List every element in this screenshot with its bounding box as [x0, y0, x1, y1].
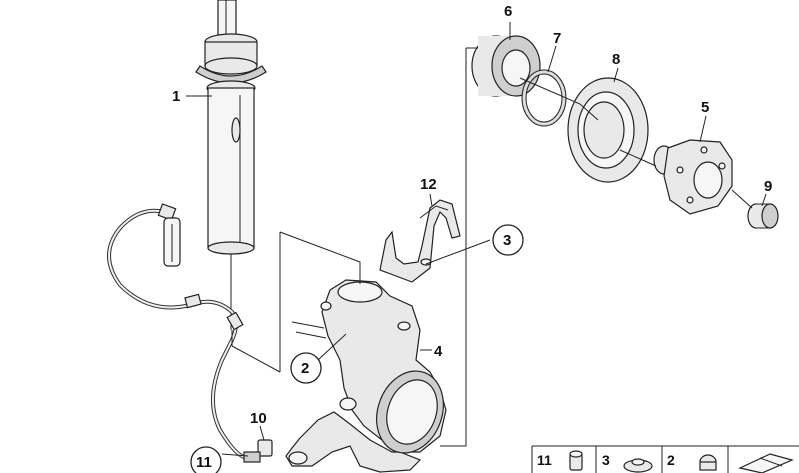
callout-label-3: 3 — [503, 232, 511, 249]
part-label-5: 5 — [701, 99, 709, 116]
part-label-8: 8 — [612, 51, 620, 68]
legend-nut-icon — [623, 458, 653, 473]
wheel-speed-sensor — [243, 439, 273, 463]
callout-label-2: 2 — [301, 360, 309, 377]
part-label-7: 7 — [553, 30, 561, 47]
part-label-6: 6 — [504, 3, 512, 20]
steering-knuckle — [285, 279, 447, 473]
legend-label-2: 2 — [667, 452, 675, 468]
part-label-10: 10 — [250, 410, 267, 427]
legend-bolt-icon — [569, 450, 583, 471]
collar-nut — [747, 203, 779, 229]
dust-shield — [567, 77, 649, 183]
leader-lines — [186, 22, 767, 457]
shock-absorber — [195, 0, 267, 330]
bracket — [379, 199, 461, 283]
part-label-4: 4 — [434, 343, 443, 360]
part-label-9: 9 — [764, 178, 772, 195]
legend-label-3: 3 — [602, 452, 610, 468]
circlip — [521, 69, 567, 127]
wheel-bearing — [471, 35, 541, 97]
callout-label-11: 11 — [196, 454, 212, 471]
legend-cap-nut-icon — [699, 454, 717, 471]
assembly-lines — [231, 47, 753, 447]
wheel-hub — [653, 139, 733, 215]
callout-circle-2 — [290, 352, 322, 384]
callout-circle-3 — [492, 224, 524, 256]
part-label-12: 12 — [420, 176, 437, 193]
legend-arrow-icon — [738, 453, 794, 473]
part-label-1: 1 — [172, 88, 180, 105]
sensor-cable — [107, 203, 251, 461]
legend-strip: 11 3 2 — [531, 445, 799, 473]
legend-label-11: 11 — [537, 452, 552, 468]
callout-circle-11 — [190, 446, 222, 473]
